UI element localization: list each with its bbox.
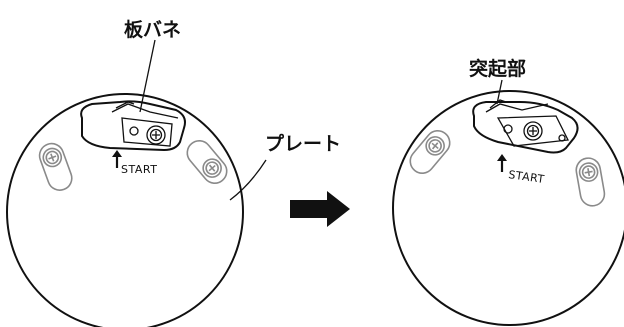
protrusion-leader — [496, 79, 503, 105]
left-screw-slot-a — [38, 142, 73, 191]
left-start-arrow — [112, 150, 122, 168]
left-screw-slot-b — [186, 140, 228, 184]
right-start-label: START — [508, 168, 546, 186]
step-arrow — [290, 191, 350, 227]
left-start-label: START — [121, 163, 157, 176]
right-screw-slot-a — [409, 130, 451, 174]
leaf-spring-leader — [139, 39, 156, 113]
left-clip-screw-icon — [152, 131, 160, 139]
right-leaf-spring — [485, 103, 549, 113]
right-round-plate — [392, 90, 624, 326]
right-start-arrow — [497, 154, 507, 172]
right-battery-clip — [496, 115, 569, 147]
left-leaf-spring — [111, 103, 179, 119]
plate-label: プレート — [265, 132, 341, 155]
leaf-spring-label: 板バネ — [124, 18, 181, 41]
right-view: START 突起部 — [392, 57, 624, 326]
right-clip-screw-icon — [529, 127, 537, 135]
plate-leader — [229, 159, 267, 201]
left-battery-compartment — [80, 100, 186, 152]
left-battery-clip — [121, 117, 173, 147]
right-arrow-icon — [290, 191, 350, 227]
left-view: START 板バネ プレート — [6, 18, 341, 327]
protrusion-label: 突起部 — [469, 57, 526, 80]
right-screw-slot-b — [575, 157, 606, 207]
right-battery-compartment — [472, 101, 579, 154]
left-round-plate — [6, 93, 244, 327]
